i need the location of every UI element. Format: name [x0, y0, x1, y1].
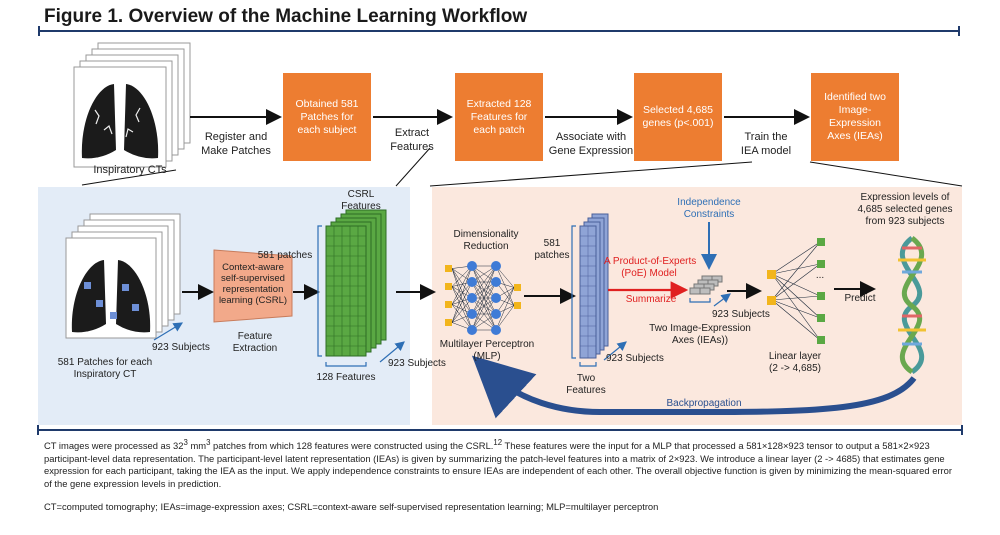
- poe-label-a: A Product-of-Experts: [604, 256, 697, 267]
- expression-label-c: from 923 subjects: [865, 216, 945, 227]
- two-features-b: Features: [566, 385, 606, 396]
- linear-layer-b: (2 -> 4,685): [769, 363, 821, 374]
- cube-subjects-label: 923 Subjects: [388, 358, 446, 369]
- right-patches-b: patches: [534, 250, 570, 261]
- patch-stack-icon: [65, 213, 181, 339]
- iea-subjects-label: 923 Subjects: [712, 309, 770, 320]
- associate-label-b: Gene Expression: [548, 145, 634, 157]
- poe-label-b: (PoE) Model: [621, 268, 677, 279]
- extract-label-b: Features: [390, 141, 434, 153]
- feature-extraction-b: Extraction: [232, 343, 278, 354]
- features-128-label: 128 Features: [316, 372, 376, 383]
- dna-helix-icon: [898, 236, 926, 375]
- iea-label-a: Two Image-Expression: [649, 323, 751, 334]
- two-features-a: Two: [576, 373, 596, 384]
- expression-label-b: 4,685 selected genes: [857, 204, 953, 215]
- linear-layer-a: Linear layer: [768, 351, 822, 362]
- extract-label-a: Extract: [394, 127, 430, 139]
- csrl-features-a: CSRL: [347, 189, 375, 200]
- box-extracted-features: Extracted 128 Features for each patch: [455, 73, 543, 161]
- mlp-nodes: [445, 261, 521, 335]
- iea-label-b: Axes (IEAs)): [671, 335, 729, 346]
- independence-a: Independence: [677, 197, 741, 208]
- patches-581-label: 581 patches: [257, 250, 313, 261]
- two-feature-slab: [579, 213, 609, 359]
- patches-caption-a: 581 Patches for each: [57, 357, 153, 368]
- box-identified-ieas: Identified two Image-Expression Axes (IE…: [811, 73, 899, 161]
- predict-label: Predict: [844, 293, 876, 304]
- box-selected-genes: Selected 4,685 genes (p<.001): [634, 73, 722, 161]
- slab-subjects-label: 923 Subjects: [606, 353, 664, 364]
- train-label-b: IEA model: [740, 145, 792, 157]
- linear-layer: [771, 241, 821, 341]
- inspiratory-cts-label: Inspiratory CTs: [93, 164, 167, 176]
- csrl-box-label: Context-aware self-supervised representa…: [218, 262, 288, 306]
- top-rule: [38, 26, 960, 36]
- patches-caption-b: Inspiratory CT: [73, 369, 137, 380]
- mlp-label-a: Multilayer Perceptron: [439, 339, 535, 350]
- train-label-a: Train the: [744, 131, 788, 143]
- csrl-features-b: Features: [341, 201, 381, 212]
- ct-stack-icon: [73, 42, 191, 168]
- feature-extraction-a: Feature: [237, 331, 273, 342]
- mlp-label-b: (MLP): [473, 351, 501, 362]
- csrl-feature-cube: [325, 209, 387, 357]
- caption-paragraph-1: CT images were processed as 323 mm3 patc…: [44, 438, 952, 489]
- summarize-label: Summarize: [625, 294, 677, 305]
- right-patches-a: 581: [543, 238, 561, 249]
- ellipsis-label: ...: [815, 270, 825, 281]
- caption-abbreviations: CT=computed tomography; IEAs=image-expre…: [44, 501, 659, 513]
- independence-b: Constraints: [683, 209, 735, 220]
- mlp-network: [451, 265, 515, 331]
- expression-label-a: Expression levels of: [860, 192, 950, 203]
- dim-reduction-b: Reduction: [463, 241, 509, 252]
- register-label-a: Register and: [204, 131, 268, 143]
- associate-label-a: Associate with: [555, 131, 627, 143]
- backprop-label: Backpropagation: [666, 398, 742, 409]
- dim-reduction-a: Dimensionality: [453, 229, 519, 240]
- figure-title: Figure 1. Overview of the Machine Learni…: [44, 6, 528, 27]
- iea-matrix: [689, 275, 723, 295]
- figure-caption: CT images were processed as 323 mm3 patc…: [44, 437, 960, 525]
- register-label-b: Make Patches: [201, 145, 271, 157]
- box-obtained-patches: Obtained 581 Patches for each subject: [283, 73, 371, 161]
- left-subjects-label: 923 Subjects: [152, 342, 210, 353]
